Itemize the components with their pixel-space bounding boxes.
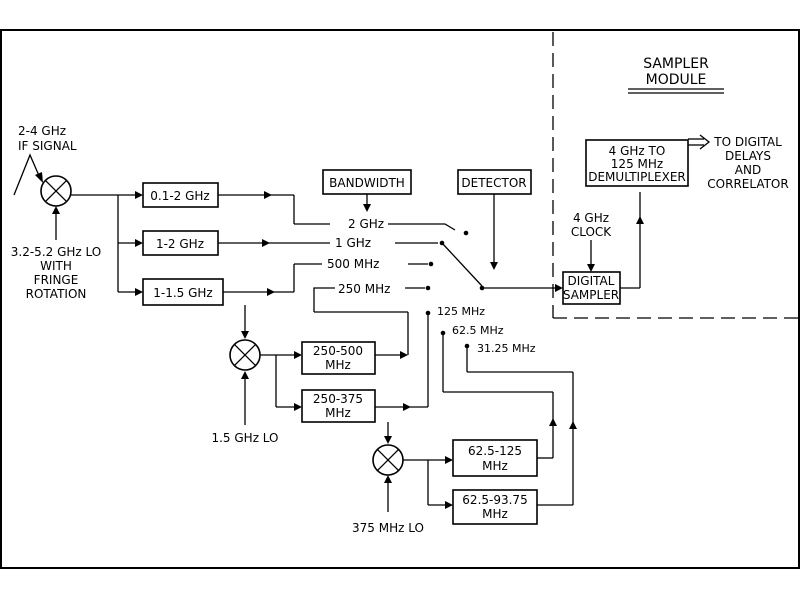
- filter-1-2-ghz: 1-2 GHz: [142, 230, 219, 256]
- svg-text:250-500: 250-500: [313, 344, 363, 358]
- mixer-2-icon: [229, 339, 261, 371]
- detector-control: DETECTOR: [457, 169, 532, 195]
- switch-pos-2ghz: 2 GHz: [348, 217, 384, 231]
- svg-text:SAMPLER: SAMPLER: [643, 56, 709, 72]
- svg-text:DEMULTIPLEXER: DEMULTIPLEXER: [588, 170, 686, 184]
- svg-text:MHz: MHz: [482, 459, 508, 473]
- filter-1-1.5-ghz: 1-1.5 GHz: [142, 278, 224, 306]
- svg-text:3.2-5.2 GHz LO: 3.2-5.2 GHz LO: [11, 245, 101, 259]
- svg-text:ROTATION: ROTATION: [26, 287, 87, 301]
- mixer-3-icon: [372, 444, 404, 476]
- svg-text:1-2 GHz: 1-2 GHz: [156, 237, 204, 251]
- sampler-module-title: SAMPLER MODULE: [628, 56, 724, 94]
- output-label: TO DIGITAL DELAYS AND CORRELATOR: [707, 135, 788, 191]
- svg-text:CORRELATOR: CORRELATOR: [707, 177, 788, 191]
- svg-text:1-1.5 GHz: 1-1.5 GHz: [153, 286, 212, 300]
- svg-text:2-4 GHz: 2-4 GHz: [18, 124, 66, 138]
- filter-250-500-mhz: 250-500 MHz: [301, 341, 376, 375]
- svg-text:MHz: MHz: [482, 507, 508, 521]
- filter-250-375-mhz: 250-375 MHz: [301, 389, 376, 423]
- if-signal-input-wire: [13, 153, 41, 196]
- svg-text:125 MHz: 125 MHz: [611, 157, 663, 171]
- bandwidth-control: BANDWIDTH: [322, 169, 412, 195]
- switch-pos-1ghz: 1 GHz: [335, 236, 371, 250]
- main-mixer-icon: [40, 175, 72, 207]
- output-arrow-icon: [688, 134, 711, 150]
- filter-0.1-2-ghz: 0.1-2 GHz: [142, 182, 219, 208]
- filter-62.5-125-mhz: 62.5-125 MHz: [452, 439, 538, 477]
- svg-text:4 GHz: 4 GHz: [573, 211, 609, 225]
- switch-pos-62.5mhz: 62.5 MHz: [452, 324, 504, 337]
- selector-switch-arm: [441, 242, 483, 287]
- svg-text:DIGITAL: DIGITAL: [568, 274, 615, 288]
- filter-62.5-93.75-mhz: 62.5-93.75 MHz: [452, 489, 538, 525]
- switch-pos-500mhz: 500 MHz: [327, 257, 379, 271]
- diagram-frame: [0, 29, 800, 569]
- svg-text:DETECTOR: DETECTOR: [461, 176, 526, 190]
- switch-pos-31.25mhz: 31.25 MHz: [477, 342, 536, 355]
- svg-text:SAMPLER: SAMPLER: [563, 288, 619, 302]
- svg-text:CLOCK: CLOCK: [571, 225, 612, 239]
- switch-pos-125mhz: 125 MHz: [437, 305, 485, 318]
- sampler-module-boundary: [552, 32, 798, 319]
- lo-375mhz-label: 375 MHz LO: [352, 521, 424, 535]
- svg-text:250-375: 250-375: [313, 392, 363, 406]
- svg-text:AND: AND: [735, 163, 761, 177]
- lo-1.5ghz-label: 1.5 GHz LO: [211, 431, 278, 445]
- svg-text:62.5-125: 62.5-125: [468, 444, 522, 458]
- switch-pos-250mhz: 250 MHz: [338, 282, 390, 296]
- svg-text:4 GHz TO: 4 GHz TO: [609, 144, 666, 158]
- demultiplexer: 4 GHz TO 125 MHz DEMULTIPLEXER: [585, 139, 689, 187]
- svg-text:DELAYS: DELAYS: [725, 149, 771, 163]
- svg-text:MODULE: MODULE: [646, 72, 707, 88]
- svg-text:0.1-2 GHz: 0.1-2 GHz: [150, 189, 209, 203]
- digital-sampler: DIGITAL SAMPLER: [562, 271, 621, 305]
- svg-text:TO DIGITAL: TO DIGITAL: [713, 135, 782, 149]
- svg-text:MHz: MHz: [325, 406, 351, 420]
- main-lo-label: 3.2-5.2 GHz LO WITH FRINGE ROTATION: [11, 245, 101, 301]
- if-signal-label: 2-4 GHz IF SIGNAL: [18, 124, 77, 153]
- svg-text:FRINGE: FRINGE: [34, 273, 79, 287]
- clock-label: 4 GHz CLOCK: [571, 211, 612, 239]
- svg-text:WITH: WITH: [40, 259, 72, 273]
- svg-text:62.5-93.75: 62.5-93.75: [462, 493, 527, 507]
- svg-text:MHz: MHz: [325, 358, 351, 372]
- svg-text:IF SIGNAL: IF SIGNAL: [18, 139, 77, 153]
- svg-text:BANDWIDTH: BANDWIDTH: [329, 176, 405, 190]
